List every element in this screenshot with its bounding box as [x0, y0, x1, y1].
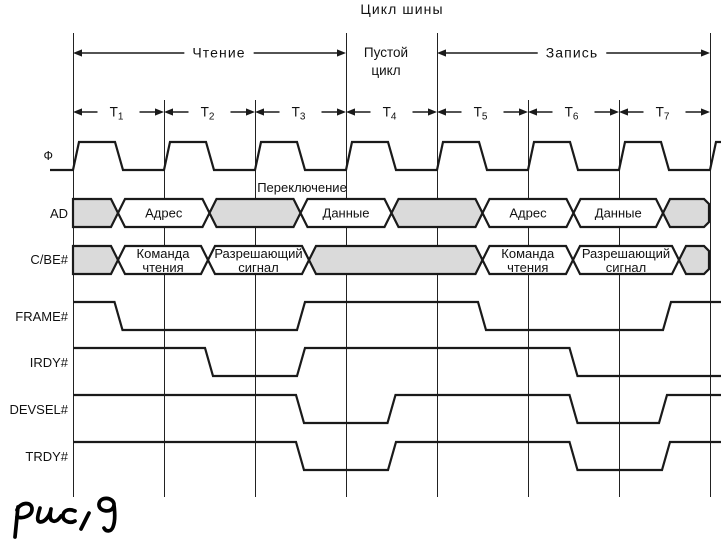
caption-stroke — [97, 496, 117, 533]
cycle-span: Чтение — [73, 45, 346, 61]
clock-signal: Ф — [43, 140, 721, 172]
period-label: T4 — [383, 105, 397, 123]
trdy-wave-waveform — [73, 440, 721, 472]
period-span: T1 — [73, 105, 164, 123]
ad-bus: AD Адрес Данные Адрес Данные Переключение — [50, 180, 711, 229]
cycle-label: Пустой — [364, 45, 408, 60]
signal-label-ad-bus: AD — [50, 206, 68, 221]
period-span: T2 — [164, 105, 255, 123]
bus-segment-label: Адрес — [509, 206, 547, 221]
arrowhead — [164, 108, 173, 116]
arrowhead — [337, 108, 346, 116]
bus-segment-label: сигнал — [606, 260, 647, 275]
arrowhead — [437, 108, 446, 116]
devsel-wave-waveform — [73, 393, 721, 425]
bus-segment-label: Данные — [595, 206, 642, 221]
arrowhead — [528, 108, 537, 116]
irdy-wave-waveform — [73, 346, 721, 378]
bus-segment-idle — [390, 197, 484, 229]
arrowhead — [701, 49, 710, 57]
caption-stroke — [35, 506, 63, 524]
trdy-wave: TRDY# — [25, 440, 721, 472]
bus-segment-idle — [661, 197, 711, 229]
period-label: T6 — [565, 105, 579, 123]
cycle-span: Пустой цикл — [364, 45, 408, 78]
cycle-span: Запись — [437, 45, 710, 61]
caption-stroke — [15, 501, 34, 520]
switch-note: Переключение — [257, 180, 347, 195]
cycle-row: Чтение Пустой цикл Запись — [73, 45, 710, 78]
arrowhead — [246, 108, 255, 116]
arrowhead — [610, 108, 619, 116]
caption-stroke — [79, 511, 91, 531]
arrowhead — [255, 108, 264, 116]
cbe-bus: C/BE#КомандачтенияРазрешающийсигналКоман… — [30, 244, 711, 276]
diagram-title: Цикл шины — [360, 1, 443, 17]
cycle-label: Чтение — [192, 45, 245, 61]
bus-segment-label: Разрешающий — [582, 246, 670, 261]
devsel-wave: DEVSEL# — [9, 393, 721, 425]
arrowhead — [519, 108, 528, 116]
arrowhead — [619, 108, 628, 116]
bus-segment-label: чтения — [507, 260, 548, 275]
bus-segment-label: Адрес — [145, 206, 183, 221]
period-label: T3 — [292, 105, 306, 123]
signal-label-cbe-bus: C/BE# — [30, 252, 68, 267]
arrowhead — [155, 108, 164, 116]
bus-segment-idle — [71, 197, 120, 229]
signal-label-trdy-wave: TRDY# — [25, 449, 68, 464]
signal-label-devsel-wave: DEVSEL# — [9, 402, 68, 417]
bus-segment-label: Данные — [323, 206, 370, 221]
bus-segment-idle — [677, 244, 711, 276]
bus-segment-label: Команда — [501, 246, 555, 261]
bus-segment-label: Команда — [137, 246, 191, 261]
frame-wave: FRAME# — [15, 300, 721, 332]
arrowhead — [428, 108, 437, 116]
caption-stroke — [61, 507, 77, 525]
bus-segment-idle — [208, 197, 302, 229]
arrowhead — [73, 49, 82, 57]
cycle-label: Запись — [546, 45, 599, 61]
bus-segment-label: сигнал — [238, 260, 279, 275]
period-label: T7 — [656, 105, 670, 123]
arrowhead — [346, 108, 355, 116]
bus-segment-idle — [307, 244, 484, 276]
arrowhead — [437, 49, 446, 57]
arrowhead — [337, 49, 346, 57]
period-row: T1 T2 T3 T4 T5 T6 T7 — [73, 105, 710, 123]
period-label: T2 — [201, 105, 215, 123]
bus-segment-label: чтения — [142, 260, 183, 275]
period-span: T6 — [528, 105, 619, 123]
period-span: T7 — [619, 105, 710, 123]
arrowhead — [701, 108, 710, 116]
bus-segment-idle — [71, 244, 120, 276]
period-span: T5 — [437, 105, 528, 123]
figure-caption — [13, 496, 117, 539]
period-span: T3 — [255, 105, 346, 123]
bus-segment-label: Разрешающий — [214, 246, 302, 261]
arrowhead — [73, 108, 82, 116]
cycle-label: цикл — [371, 63, 400, 78]
period-label: T5 — [474, 105, 488, 123]
signal-label-frame-wave: FRAME# — [15, 309, 69, 324]
period-span: T4 — [346, 105, 437, 123]
frame-wave-waveform — [73, 300, 721, 332]
clock-waveform — [50, 140, 721, 172]
irdy-wave: IRDY# — [30, 346, 721, 378]
signal-label-clock: Ф — [43, 149, 53, 163]
signal-label-irdy-wave: IRDY# — [30, 355, 69, 370]
period-label: T1 — [110, 105, 124, 123]
